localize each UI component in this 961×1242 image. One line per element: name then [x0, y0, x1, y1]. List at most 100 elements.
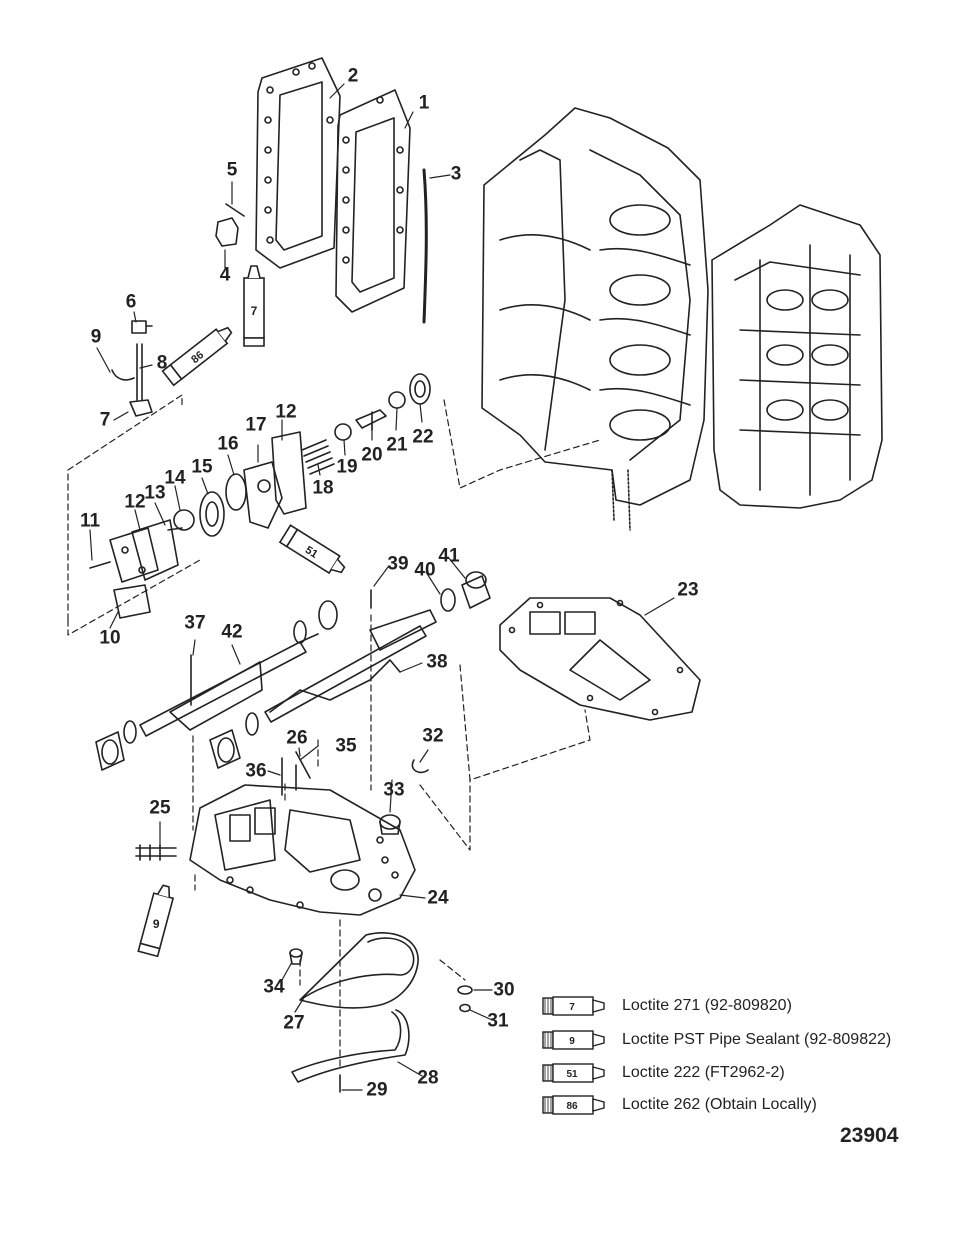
sealant-tube-icon: 86 [542, 1095, 605, 1115]
cover-10 [109, 527, 159, 619]
callout-30: 30 [493, 979, 515, 1001]
callout-32: 32 [422, 725, 444, 747]
seal-28 [291, 1009, 410, 1083]
seal-27 [299, 932, 419, 1009]
bushing-group-42 [95, 600, 338, 771]
callout-38: 38 [426, 651, 448, 673]
fitting-25 [135, 844, 177, 861]
callout-33: 33 [383, 779, 405, 801]
bushing-41 [461, 571, 491, 609]
washer-30 [457, 985, 473, 995]
callout-24: 24 [427, 887, 449, 909]
callout-36: 36 [245, 760, 267, 782]
leader-lines [89, 83, 675, 1091]
washer-40 [440, 588, 456, 612]
gasket-12a [131, 519, 179, 581]
elbow-7 [129, 399, 153, 417]
callout-41: 41 [438, 545, 460, 567]
gasket-23 [499, 597, 701, 721]
tube-86-in-drawing: 86 [161, 326, 233, 387]
nut-31 [459, 1003, 471, 1013]
callout-23: 23 [677, 579, 699, 601]
tube-8 [136, 343, 143, 401]
callout-18: 18 [312, 477, 334, 499]
callout-29: 29 [366, 1079, 388, 1101]
disc-14 [173, 509, 195, 531]
legend-item-86: 86 Loctite 262 (Obtain Locally) [542, 1093, 817, 1117]
gasket-12b [271, 431, 307, 515]
legend-label: Loctite 222 (FT2962-2) [622, 1064, 785, 1081]
thermostat-15 [199, 491, 225, 537]
callout-15: 15 [191, 456, 213, 478]
pin-26 [295, 751, 311, 779]
nut-21 [388, 391, 406, 409]
diaphragm-22 [409, 373, 431, 405]
bushing-group-38 [209, 712, 259, 769]
callout-20: 20 [361, 444, 383, 466]
callout-39: 39 [387, 553, 409, 575]
housing-17 [243, 461, 283, 529]
callout-21: 21 [386, 434, 408, 456]
callout-4: 4 [219, 264, 231, 286]
callout-19: 19 [336, 456, 358, 478]
plug-33 [379, 814, 401, 835]
figure-number: 23904 [840, 1124, 899, 1147]
callout-35: 35 [335, 735, 357, 757]
crankcase-block [481, 107, 709, 531]
callout-8: 8 [156, 352, 168, 374]
svg-text:9: 9 [569, 1036, 575, 1047]
callout-6: 6 [125, 291, 137, 313]
callout-22: 22 [412, 426, 434, 448]
sealant-tube-icon: 7 [542, 996, 605, 1016]
legend-label: Loctite 262 (Obtain Locally) [622, 1096, 817, 1113]
shaft-38 [264, 609, 437, 723]
tube-9-in-drawing: 9 [137, 884, 175, 958]
fitting-4 [215, 217, 239, 247]
legend-label: Loctite PST Pipe Sealant (92-809822) [622, 1031, 892, 1048]
tube-7-in-drawing: 7 [243, 265, 265, 347]
fitting-6 [131, 320, 153, 334]
callout-31: 31 [487, 1010, 509, 1032]
gasket-2 [255, 57, 341, 269]
svg-text:9: 9 [153, 917, 160, 931]
callout-28: 28 [417, 1067, 439, 1089]
callout-7: 7 [99, 409, 111, 431]
adapter-plate-24 [189, 784, 416, 916]
callout-27: 27 [283, 1012, 305, 1034]
sealant-tube-icon: 9 [542, 1030, 605, 1050]
callout-25: 25 [149, 797, 171, 819]
hose-clamp-9 [111, 369, 135, 381]
washer-19 [334, 423, 352, 441]
callout-40: 40 [414, 559, 436, 581]
cylinder-block [711, 204, 883, 509]
callout-26: 26 [286, 727, 308, 749]
callout-12b: 12 [275, 401, 297, 423]
tube-51-in-drawing: 51 [278, 524, 346, 575]
callout-37: 37 [184, 612, 206, 634]
callout-9: 9 [90, 326, 102, 348]
callout-12a: 12 [124, 491, 146, 513]
sealant-tube-icon: 51 [542, 1063, 605, 1083]
spring-18 [301, 439, 335, 475]
screw-5 [225, 203, 245, 217]
legend-item-9: 9 Loctite PST Pipe Sealant (92-809822) [542, 1028, 891, 1052]
legend-label: Loctite 271 (92-809820) [622, 997, 792, 1014]
svg-text:86: 86 [189, 349, 206, 366]
callout-3: 3 [450, 163, 462, 185]
seal-strip-3 [422, 168, 428, 324]
callout-10: 10 [99, 627, 121, 649]
valve-20 [355, 409, 387, 431]
callout-42: 42 [221, 621, 243, 643]
svg-text:51: 51 [566, 1069, 578, 1080]
clip-32 [411, 759, 429, 774]
callout-1: 1 [418, 92, 430, 114]
screw-11 [89, 561, 111, 569]
callout-13: 13 [144, 482, 166, 504]
svg-text:7: 7 [251, 304, 258, 318]
assembly-lines [67, 394, 601, 1071]
legend-item-51: 51 Loctite 222 (FT2962-2) [542, 1061, 785, 1085]
callout-2: 2 [347, 65, 359, 87]
svg-text:7: 7 [569, 1002, 575, 1013]
legend-item-7: 7 Loctite 271 (92-809820) [542, 994, 792, 1018]
